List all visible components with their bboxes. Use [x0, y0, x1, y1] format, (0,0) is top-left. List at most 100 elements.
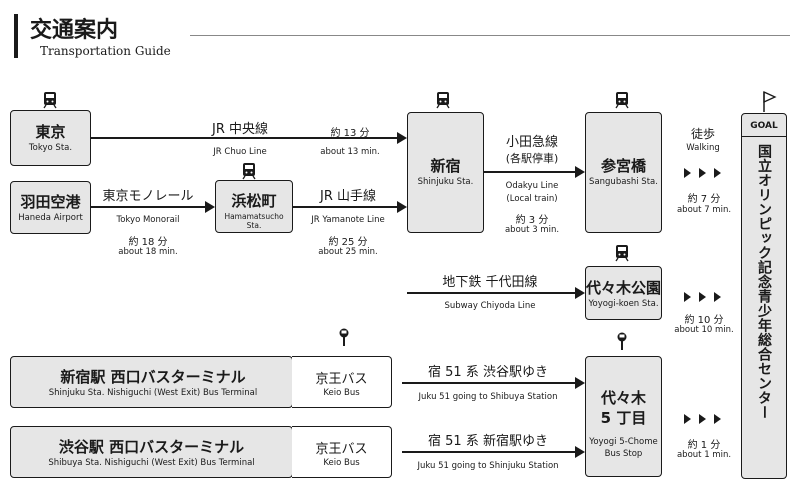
header-divider	[190, 35, 790, 36]
goal-flag-icon	[763, 90, 777, 112]
train-icon	[242, 162, 256, 180]
station-haneda: 羽田空港 Haneda Airport	[10, 181, 91, 234]
route-monorail-ja: 東京モノレール	[102, 189, 194, 204]
terminal-shinjuku: 新宿駅 西口バスターミナル Shinjuku Sta. Nishiguchi (…	[10, 356, 293, 408]
walk1-en: about 7 min.	[676, 205, 732, 215]
arrow-right-icon	[575, 377, 585, 389]
arrow-right-icon	[714, 414, 721, 424]
bus-stop-icon	[339, 328, 349, 346]
station-yoyogikoen-ja: 代々木公園	[586, 279, 662, 297]
arrow-right-icon	[205, 201, 215, 213]
walk1-ja: 約 7 分	[687, 194, 721, 205]
operator-shibuya-ja: 京王バス	[315, 442, 368, 457]
route-bus51a-ja: 宿 51 系 渋谷駅ゆき	[428, 365, 548, 380]
station-shinjuku-en: Shinjuku Sta.	[417, 177, 474, 187]
route-bus51b-en: Juku 51 going to Shinjuku Station	[417, 461, 559, 471]
route-odakyu-line	[484, 171, 575, 173]
route-monorail-time-ja: 約 18 分	[128, 237, 168, 248]
walk-label-ja: 徒歩	[690, 127, 716, 141]
train-icon	[615, 91, 629, 109]
arrow-right-icon	[575, 446, 585, 458]
station-haneda-ja: 羽田空港	[20, 193, 81, 211]
operator-shibuya-en: Keio Bus	[323, 458, 360, 468]
route-odakyu-time-en: about 3 min.	[504, 225, 560, 235]
station-tokyo-ja: 東京	[35, 123, 66, 141]
train-icon	[436, 91, 450, 109]
route-yamanote-time-en: about 25 min.	[318, 247, 378, 257]
station-haneda-en: Haneda Airport	[18, 213, 83, 223]
header-bar	[14, 14, 18, 58]
goal-divider	[742, 136, 786, 137]
terminal-shinjuku-ja: 新宿駅 西口バスターミナル	[60, 368, 246, 386]
arrow-right-icon	[397, 201, 407, 213]
arrow-right-icon	[699, 168, 706, 178]
station-yoyogi5-ja2: 5 丁目	[600, 409, 647, 427]
operator-shinjuku: 京王バス Keio Bus	[292, 356, 392, 408]
route-odakyu-ja2: (各駅停車)	[505, 152, 559, 165]
walk3-ja: 約 1 分	[687, 440, 721, 451]
route-odakyu-en2: (Local train)	[506, 194, 558, 204]
station-sangubashi-en: Sangubashi Sta.	[589, 177, 658, 187]
station-sangubashi-ja: 参宮橋	[600, 157, 646, 175]
route-chiyoda-ja: 地下鉄 千代田線	[442, 275, 538, 290]
arrow-right-icon	[684, 292, 691, 302]
route-bus51a-en: Juku 51 going to Shibuya Station	[418, 392, 558, 402]
station-shinjuku-ja: 新宿	[430, 157, 461, 175]
station-hamamatsucho-ja: 浜松町	[231, 192, 277, 210]
route-yamanote-ja: JR 山手線	[320, 189, 376, 204]
route-chuo-time-en: about 13 min.	[320, 147, 380, 157]
station-yoyogikoen-en: Yoyogi-koen Sta.	[588, 299, 659, 309]
walk2-en: about 10 min.	[674, 325, 734, 335]
arrow-right-icon	[714, 292, 721, 302]
station-sangubashi: 参宮橋 Sangubashi Sta.	[585, 112, 662, 233]
route-yamanote-en: JR Yamanote Line	[311, 215, 385, 225]
arrow-right-icon	[575, 166, 585, 178]
train-icon	[43, 91, 57, 109]
route-odakyu-ja: 小田急線	[505, 135, 559, 150]
route-chiyoda-en: Subway Chiyoda Line	[444, 301, 536, 311]
terminal-shibuya-en: Shibuya Sta. Nishiguchi (West Exit) Bus …	[48, 458, 255, 468]
station-tokyo: 東京 Tokyo Sta.	[10, 110, 91, 166]
route-bus51a-line	[402, 382, 575, 384]
route-chuo-en: JR Chuo Line	[213, 147, 267, 157]
route-chuo-time-ja: 約 13 分	[330, 128, 370, 139]
route-chiyoda-line	[407, 292, 575, 294]
goal-box: GOAL 国立オリンピック記念青少年総合センター	[741, 113, 787, 479]
walk3-en: about 1 min.	[676, 450, 732, 460]
route-bus51b-ja: 宿 51 系 新宿駅ゆき	[428, 434, 548, 449]
station-shinjuku: 新宿 Shinjuku Sta.	[407, 112, 484, 233]
goal-label: GOAL	[750, 121, 778, 131]
station-yoyogikoen: 代々木公園 Yoyogi-koen Sta.	[585, 266, 662, 320]
goal-name: 国立オリンピック記念青少年総合センター	[756, 144, 772, 420]
route-monorail-line	[91, 206, 205, 208]
station-hamamatsucho: 浜松町 Hamamatsucho Sta.	[215, 180, 293, 233]
station-hamamatsucho-en: Hamamatsucho Sta.	[224, 212, 284, 230]
page-subtitle: Transportation Guide	[40, 44, 171, 58]
route-yamanote-line	[293, 206, 397, 208]
terminal-shibuya-ja: 渋谷駅 西口バスターミナル	[58, 438, 245, 456]
route-yamanote-time-ja: 約 25 分	[328, 237, 368, 248]
walk-label-en: Walking	[686, 143, 720, 153]
arrow-right-icon	[684, 414, 691, 424]
operator-shibuya: 京王バス Keio Bus	[292, 426, 392, 478]
route-odakyu-time-ja: 約 3 分	[515, 215, 549, 226]
arrow-right-icon	[575, 287, 585, 299]
operator-shinjuku-en: Keio Bus	[323, 388, 360, 398]
arrow-right-icon	[699, 414, 706, 424]
arrow-right-icon	[699, 292, 706, 302]
arrow-right-icon	[684, 168, 691, 178]
operator-shinjuku-ja: 京王バス	[315, 372, 368, 387]
route-chuo-ja: JR 中央線	[212, 122, 268, 137]
station-yoyogi5: 代々木 5 丁目 Yoyogi 5-Chome Bus Stop	[585, 356, 662, 477]
arrow-right-icon	[397, 132, 407, 144]
walk2-ja: 約 10 分	[684, 315, 724, 326]
bus-stop-icon	[617, 332, 627, 350]
arrow-right-icon	[714, 168, 721, 178]
page-title: 交通案内	[30, 18, 119, 43]
station-tokyo-en: Tokyo Sta.	[28, 143, 73, 153]
terminal-shinjuku-en: Shinjuku Sta. Nishiguchi (West Exit) Bus…	[48, 388, 258, 398]
station-yoyogi5-en1: Yoyogi 5-Chome	[589, 437, 658, 447]
route-monorail-time-en: about 18 min.	[118, 247, 178, 257]
train-icon	[615, 244, 629, 262]
